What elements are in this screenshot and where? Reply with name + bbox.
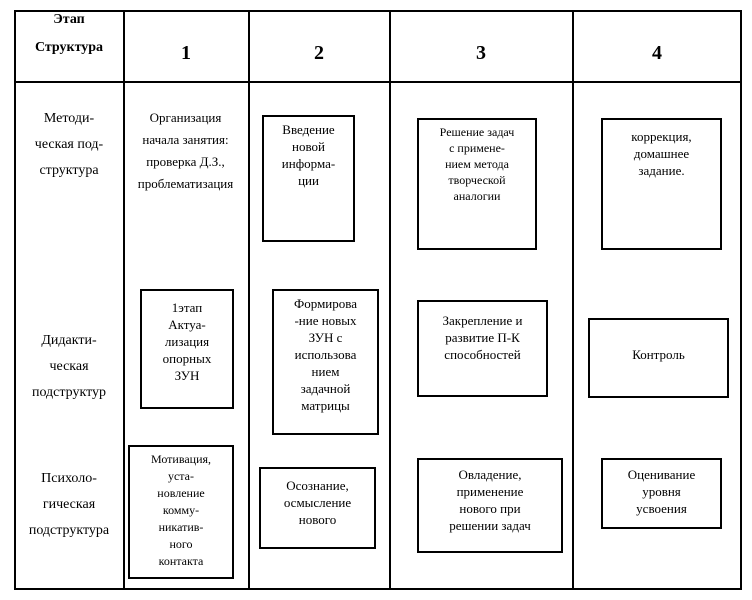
column-divider-4 xyxy=(572,10,574,590)
stage-header-2: 2 xyxy=(314,42,324,64)
stage-header-4: 4 xyxy=(652,42,662,64)
column-divider-1 xyxy=(123,10,125,590)
table-border-left xyxy=(14,10,16,590)
row-label-methodical: Методи-ческая под-структура xyxy=(34,111,104,178)
cell-didactic-stage-4: Контроль xyxy=(588,318,729,398)
table-border-top xyxy=(14,10,742,12)
stage-header-1: 1 xyxy=(181,42,191,64)
column-divider-3 xyxy=(389,10,391,590)
header-corner-structure: Структура xyxy=(34,40,104,55)
header-corner-stage: Этап xyxy=(53,12,85,27)
column-divider-2 xyxy=(248,10,250,590)
table-border-right xyxy=(740,10,742,590)
stage-header-3: 3 xyxy=(476,42,486,64)
table-border-bottom xyxy=(14,588,742,590)
header-divider xyxy=(14,81,742,83)
